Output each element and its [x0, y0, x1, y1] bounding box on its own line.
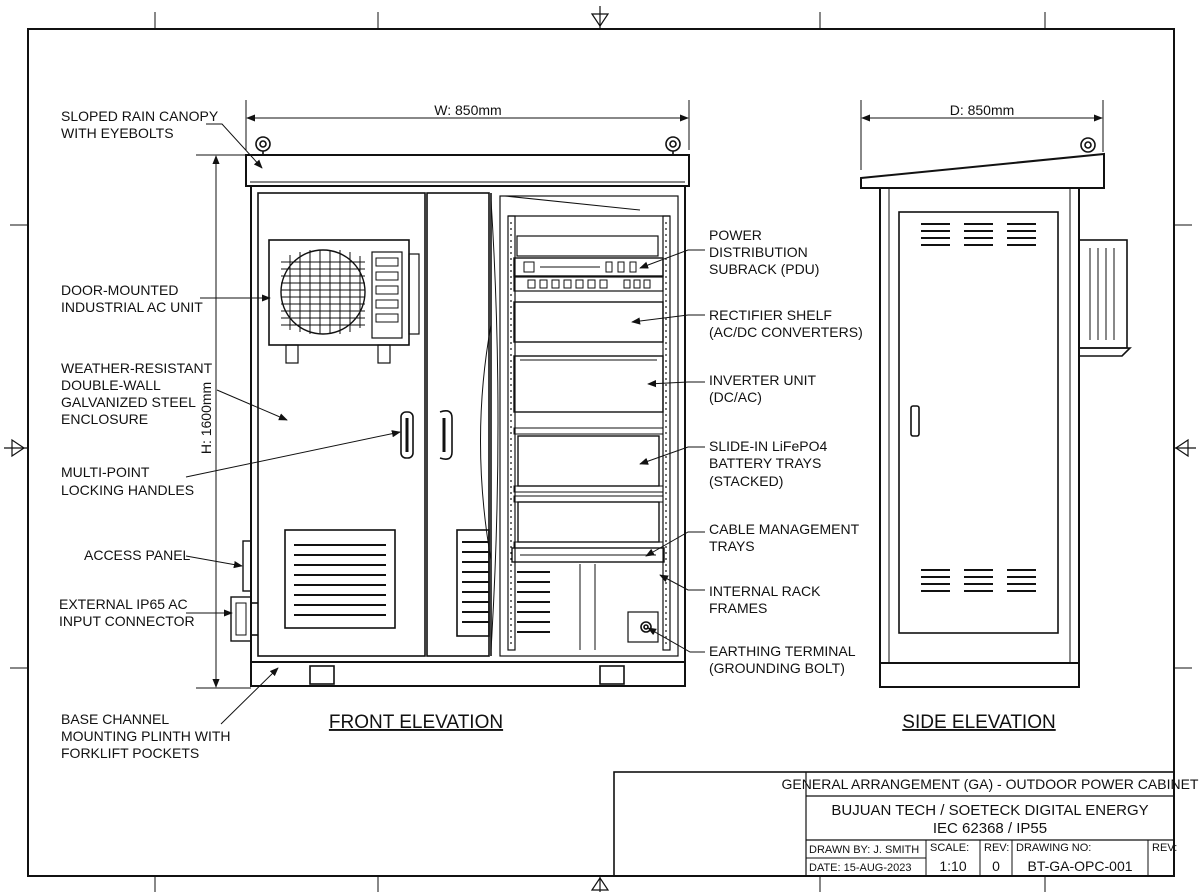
callouts-left: SLOPED RAIN CANOPY WITH EYEBOLTS DOOR-MO…: [59, 108, 234, 761]
eyebolt-right: [665, 136, 681, 155]
tb-standard: IEC 62368 / IP55: [933, 820, 1047, 837]
dimension-lines: [196, 100, 1104, 689]
side-handle: [910, 405, 920, 437]
callout-locking-handles: MULTI-POINT LOCKING HANDLES: [61, 464, 194, 498]
side-elevation: [860, 137, 1132, 688]
side-ac-unit: [1078, 239, 1132, 357]
side-canopy: [860, 152, 1105, 189]
battery-tray-1: [513, 427, 664, 493]
tb-drawing-no: BT-GA-OPC-001: [1027, 858, 1132, 874]
eyebolt-left: [255, 136, 271, 155]
left-door: [257, 192, 426, 657]
callout-cable-trays: CABLE MANAGEMENT TRAYS: [709, 521, 863, 554]
height-dimension: H: 1600mm: [198, 382, 214, 454]
callouts-right: POWER DISTRIBUTION SUBRACK (PDU) RECTIFI…: [709, 227, 863, 676]
right-door-vent: [456, 529, 490, 637]
tb-scale-label: SCALE:: [930, 842, 969, 854]
tb-drawing-no-label: DRAWING NO:: [1016, 842, 1091, 854]
cabinet-interior: [499, 195, 679, 657]
tb-company: BUJUAN TECH / SOETECK DIGITAL ENERGY: [831, 802, 1148, 819]
left-door-handle: [400, 411, 414, 459]
callout-inverter: INVERTER UNIT (DC/AC): [709, 372, 820, 405]
cable-management-tray: [511, 547, 665, 563]
sheet-border: [10, 12, 1192, 892]
callout-pdu: POWER DISTRIBUTION SUBRACK (PDU): [709, 227, 819, 277]
earthing-terminal: [627, 611, 659, 643]
door-ac-unit: [268, 239, 420, 364]
tb-drawn-by: DRAWN BY: J. SMITH: [809, 844, 919, 856]
tb-rev-label-2: REV:: [1152, 842, 1177, 854]
callout-ac-connector: EXTERNAL IP65 AC INPUT CONNECTOR: [59, 596, 195, 629]
right-door-handle: [439, 410, 453, 460]
rain-canopy: [245, 154, 690, 187]
centering-marks: [4, 6, 1196, 892]
pdu-subrack: [513, 235, 664, 292]
access-panel: [242, 540, 252, 592]
side-panel: [898, 211, 1059, 634]
title-block: [613, 771, 1175, 877]
side-plinth: [879, 662, 1080, 688]
left-door-vent: [284, 529, 396, 629]
tb-rev-label: REV:: [984, 842, 1009, 854]
side-bottom-vents: [921, 569, 1036, 592]
rectifier-shelf: [513, 301, 664, 343]
front-elevation-title: FRONT ELEVATION: [329, 712, 503, 733]
inverter-unit: [513, 355, 664, 413]
depth-dimension: D: 850mm: [950, 102, 1015, 118]
ip65-connector: [230, 596, 258, 642]
width-dimension: W: 850mm: [434, 102, 501, 118]
side-eyebolt: [1080, 137, 1096, 153]
tb-title: GENERAL ARRANGEMENT (GA) - OUTDOOR POWER…: [782, 776, 1199, 792]
callout-earthing: EARTHING TERMINAL (GROUNDING BOLT): [709, 643, 859, 676]
callout-base-plinth: BASE CHANNEL MOUNTING PLINTH WITH FORKLI…: [61, 711, 234, 761]
internal-rack-frames: [507, 215, 671, 651]
base-plinth: [250, 661, 686, 687]
tb-date: DATE: 15-AUG-2023: [809, 862, 912, 874]
callout-rectifier: RECTIFIER SHELF (AC/DC CONVERTERS): [709, 307, 863, 340]
callout-access-panel: ACCESS PANEL: [84, 547, 191, 563]
right-door: [426, 192, 490, 657]
interior-lower-vent: [517, 571, 550, 633]
tb-rev-value: 0: [992, 858, 1000, 874]
battery-tray-2: [513, 495, 664, 549]
callout-rain-canopy: SLOPED RAIN CANOPY WITH EYEBOLTS: [61, 108, 222, 141]
callout-enclosure: WEATHER-RESISTANT DOUBLE-WALL GALVANIZED…: [61, 360, 216, 427]
side-top-vents: [921, 223, 1036, 246]
callout-rack-frames: INTERNAL RACK FRAMES: [709, 583, 824, 616]
callout-ac-unit: DOOR-MOUNTED INDUSTRIAL AC UNIT: [61, 282, 203, 315]
callout-battery-trays: SLIDE-IN LiFePO4 BATTERY TRAYS (STACKED): [709, 438, 831, 489]
tb-scale-value: 1:10: [939, 858, 966, 874]
front-elevation: [230, 136, 690, 687]
leader-lines: [185, 123, 705, 725]
side-elevation-title: SIDE ELEVATION: [902, 712, 1055, 733]
